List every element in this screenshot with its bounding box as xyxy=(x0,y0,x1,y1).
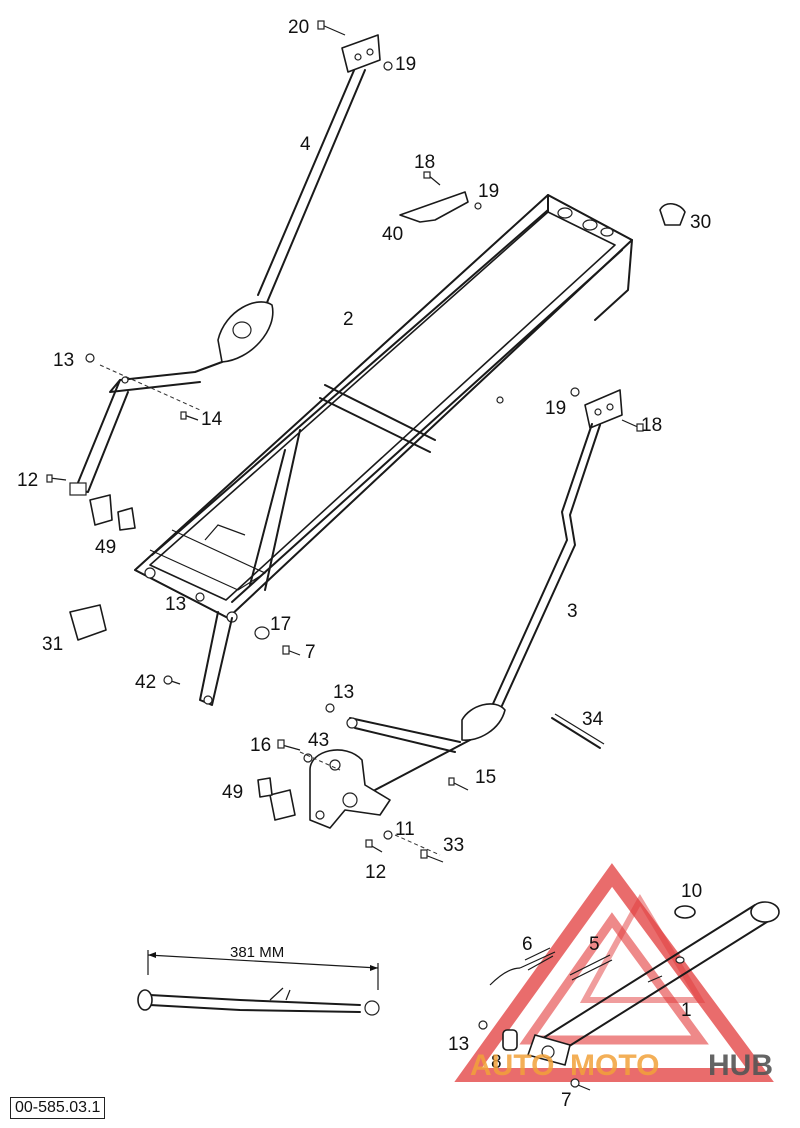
callout-14: 14 xyxy=(201,409,223,430)
callout-19-right: 19 xyxy=(545,398,566,419)
callout-19-top: 19 xyxy=(395,54,416,75)
callout-42: 42 xyxy=(135,672,156,693)
callout-15: 15 xyxy=(475,767,496,788)
callout-30: 30 xyxy=(690,212,711,233)
hardware-parts xyxy=(46,20,686,1030)
callout-43: 43 xyxy=(308,730,329,751)
watermark-text-moto: MOTO xyxy=(570,1049,659,1082)
watermark-text-auto: AUTO xyxy=(470,1049,554,1082)
callout-12-lower: 12 xyxy=(365,862,386,883)
callout-34: 34 xyxy=(582,709,604,730)
callout-49-left: 49 xyxy=(95,537,116,558)
subframe-strut-part-4 xyxy=(69,34,381,496)
document-code: 00-585.03.1 xyxy=(10,1097,106,1119)
callout-8: 8 xyxy=(491,1052,502,1073)
callout-18-right: 18 xyxy=(641,415,662,436)
callout-40: 40 xyxy=(382,224,403,245)
callout-labels: 20 19 4 18 19 40 30 2 13 14 12 49 19 18 … xyxy=(17,17,711,1111)
callout-33: 33 xyxy=(443,835,464,856)
callout-10: 10 xyxy=(681,881,702,902)
callout-31: 31 xyxy=(42,634,63,655)
callout-18-top: 18 xyxy=(414,152,435,173)
dimension-label: 381 MM xyxy=(230,944,284,961)
callout-13-upper-left: 13 xyxy=(53,350,74,371)
callout-13-stand: 13 xyxy=(448,1034,469,1055)
watermark-text: AUTO MOTO HUB xyxy=(470,1049,773,1082)
callout-3: 3 xyxy=(567,601,578,622)
callout-7-lower: 7 xyxy=(561,1090,572,1111)
callout-49-lower: 49 xyxy=(222,782,243,803)
callout-12-left: 12 xyxy=(17,470,38,491)
callout-13-lower: 13 xyxy=(333,682,354,703)
side-stand-assembly xyxy=(489,901,780,1091)
callout-13-frame: 13 xyxy=(165,594,186,615)
callout-20: 20 xyxy=(288,17,309,38)
callout-2: 2 xyxy=(343,309,354,330)
subframe-strut-part-3 xyxy=(309,389,623,829)
callout-4: 4 xyxy=(300,134,311,155)
callout-11: 11 xyxy=(395,819,415,840)
callout-7-upper: 7 xyxy=(305,642,316,663)
callout-19-mid: 19 xyxy=(478,181,499,202)
watermark-text-hub: HUB xyxy=(708,1049,773,1082)
callout-5: 5 xyxy=(589,934,600,955)
dimension-drawing: 381 MM xyxy=(137,944,380,1016)
callout-16: 16 xyxy=(250,735,271,756)
frame-part-2 xyxy=(134,194,633,706)
callout-17: 17 xyxy=(270,614,291,635)
callout-1: 1 xyxy=(681,1000,692,1021)
callout-6: 6 xyxy=(522,934,533,955)
